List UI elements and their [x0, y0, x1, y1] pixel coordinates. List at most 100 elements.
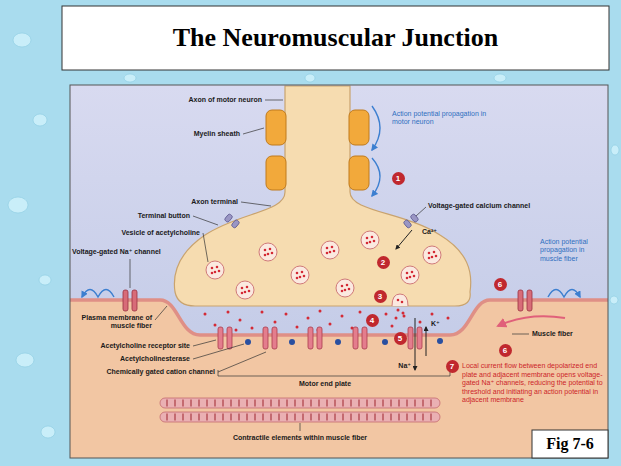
vesicle [423, 246, 441, 264]
channel-subunit [408, 327, 413, 349]
panel-border [70, 85, 608, 458]
sodium-influx-arrow [415, 318, 416, 370]
part-label: Voltage-gated Na⁺ channel [72, 248, 161, 256]
calcium-influx-arrow [396, 230, 412, 249]
part-label: Contractile elements within muscle fiber [233, 434, 367, 442]
myelin-segment [349, 156, 369, 190]
enzyme-dot [245, 339, 251, 345]
channel-subunit [518, 290, 523, 311]
part-label: Terminal button [138, 212, 190, 220]
vesicle [361, 231, 379, 249]
part-label: Plasma membrane of muscle fiber [72, 314, 152, 331]
vesicle [401, 266, 419, 284]
enzyme-dot [289, 339, 295, 345]
part-label: Motor end plate [299, 380, 351, 388]
leader-line [193, 216, 218, 225]
title-box [62, 6, 609, 70]
channel-subunit [308, 327, 313, 349]
droplet [610, 296, 618, 304]
leader-line [243, 128, 264, 134]
channel-subunit [218, 327, 223, 349]
propagation-arrows [82, 106, 580, 370]
leader-line [193, 340, 216, 346]
contractile-elements [160, 398, 440, 422]
muscle-ap-arrow [548, 290, 580, 298]
part-label: Chemically gated cation channel [106, 368, 215, 376]
vesicle [259, 243, 277, 261]
muscle-fiber [70, 300, 608, 458]
extracellular-fluid [70, 85, 608, 458]
leader-line [218, 352, 266, 372]
vesicle [236, 281, 254, 299]
muscle-ap-arrow [82, 290, 114, 298]
voltage-gated-calcium-channels [224, 213, 419, 228]
droplet [494, 74, 506, 82]
droplet [16, 353, 34, 367]
droplet [124, 74, 136, 82]
callout-number: 1 [392, 172, 405, 185]
potassium-efflux-arrow [426, 327, 427, 356]
myelin-segment [266, 156, 286, 190]
droplet [611, 145, 619, 155]
exocytosis-vesicle [392, 294, 408, 306]
vesicle [206, 261, 224, 279]
callout-number: 5 [394, 332, 407, 345]
droplet [305, 74, 315, 82]
callout-number: 6 [494, 278, 507, 291]
part-label: Vesicle of acetylcholine [121, 229, 200, 237]
chemically-gated-channels [218, 327, 422, 349]
leader-line [416, 207, 426, 216]
channel-subunit [403, 219, 412, 228]
part-label: Axon of motor neuron [189, 96, 263, 104]
striations [166, 403, 434, 417]
leader-line [203, 233, 208, 262]
channel-subunit [353, 327, 358, 349]
voltage-gated-na-channels [123, 290, 532, 311]
channel-subunit [317, 327, 322, 349]
figure-number-box [532, 430, 608, 458]
vesicle [321, 241, 339, 259]
vesicle [291, 266, 309, 284]
part-label: Voltage-gated calcium channel [428, 202, 530, 210]
part-label: Acetylcholine receptor site [101, 342, 190, 350]
figure-title: The Neuromuscular Junction [62, 6, 609, 70]
acetylcholine-in-vesicles [212, 237, 436, 302]
vesicle [336, 279, 354, 297]
myelin-segment [349, 110, 369, 145]
acetylcholinesterase [245, 338, 443, 345]
part-label: K⁺ [431, 320, 440, 328]
leader-line [130, 259, 131, 288]
part-label: Axon terminal [191, 198, 238, 206]
calcium-channel [224, 213, 240, 228]
neuron-ap-arrow [372, 106, 380, 150]
channel-subunit [263, 327, 268, 349]
part-label: Na⁺ [398, 362, 411, 370]
myelin-segment [266, 110, 286, 145]
neuron-ap-arrow [372, 158, 380, 196]
droplet [33, 114, 47, 126]
leader-line [241, 202, 271, 206]
channel-subunit [123, 290, 128, 311]
leader-line [155, 306, 167, 320]
callout-number: 3 [374, 290, 387, 303]
enzyme-dot [437, 338, 443, 344]
enzyme-dot [335, 339, 341, 345]
part-label: Myelin sheath [194, 130, 240, 138]
callout-number: 7 [446, 360, 459, 373]
part-label: Muscle fiber [532, 330, 573, 338]
channel-subunit [224, 213, 233, 222]
channel-subunit [227, 327, 232, 349]
part-label: Acetylcholinesterase [120, 355, 190, 363]
myelin-sheath [266, 110, 369, 190]
callout-number: 4 [366, 314, 379, 327]
channel-subunit [362, 327, 367, 349]
channel-subunit [132, 290, 137, 311]
acetylcholine-vesicles [206, 231, 441, 306]
channel-subunit [527, 290, 532, 311]
channel-subunit [417, 327, 422, 349]
enzyme-dot [382, 339, 388, 345]
droplet [41, 426, 55, 438]
leader-line [512, 334, 529, 335]
